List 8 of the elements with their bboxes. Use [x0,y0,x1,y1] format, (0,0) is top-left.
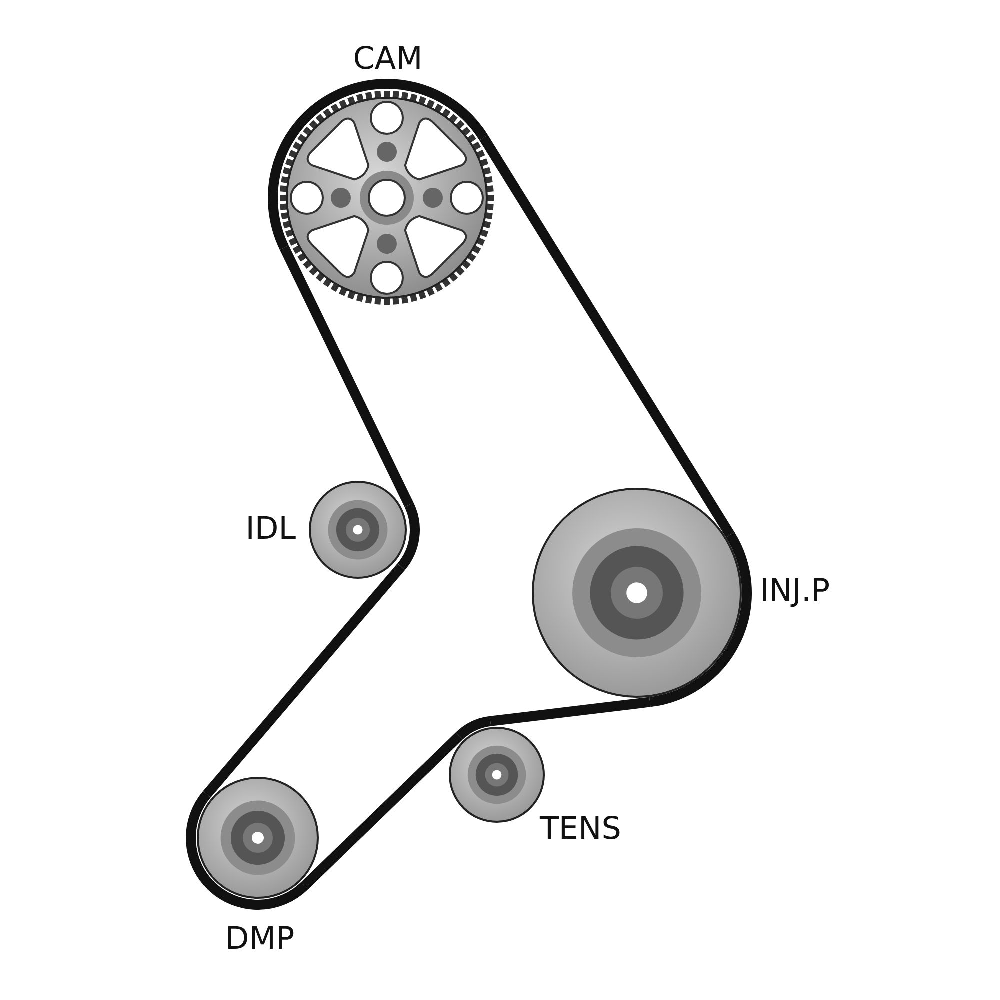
pulley-label: CAM [353,44,423,75]
belt-segment [203,564,406,798]
pulley-label: TENS [540,814,622,845]
belt-segment [280,246,414,508]
pulley-label: DMP [225,924,295,955]
pulley-label: INJ.P [760,576,830,607]
belt-segment [301,732,463,890]
pulley-label: IDL [246,514,296,545]
